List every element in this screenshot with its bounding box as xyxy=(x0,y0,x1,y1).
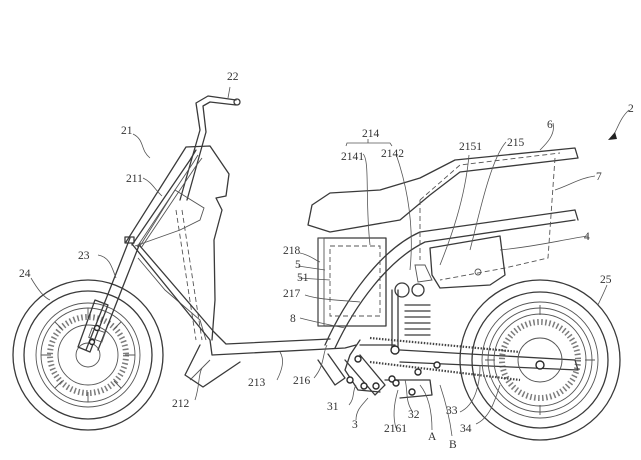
rear-body xyxy=(419,157,556,281)
label-34: 34 xyxy=(460,423,472,435)
label-2161: 2161 xyxy=(384,423,407,435)
label-21: 21 xyxy=(121,125,133,137)
label-51: 51 xyxy=(297,272,309,284)
label-B: B xyxy=(449,439,457,451)
label-22: 22 xyxy=(227,71,239,83)
rear-wheel xyxy=(459,279,621,441)
main-frame xyxy=(131,209,579,388)
label-2141: 2141 xyxy=(341,151,364,163)
label-215: 215 xyxy=(507,137,525,149)
label-7: 7 xyxy=(596,171,602,183)
label-23: 23 xyxy=(78,250,90,262)
label-8: 8 xyxy=(290,313,296,325)
label-2142: 2142 xyxy=(381,148,404,160)
rear-shock xyxy=(391,264,433,351)
label-214: 214 xyxy=(362,128,380,140)
label-2: 2 xyxy=(628,103,634,115)
label-A: A xyxy=(428,431,437,443)
label-217: 217 xyxy=(283,288,301,300)
seat xyxy=(307,147,579,233)
label-32: 32 xyxy=(408,409,420,421)
label-5: 5 xyxy=(295,259,301,271)
battery-box xyxy=(429,235,506,289)
storage-box xyxy=(317,237,387,327)
label-218: 218 xyxy=(283,245,301,257)
handlebar xyxy=(179,95,241,201)
label-2151: 2151 xyxy=(459,141,482,153)
front-fork xyxy=(77,237,141,353)
label-31: 31 xyxy=(327,401,339,413)
front-fairing xyxy=(124,145,230,341)
label-6: 6 xyxy=(547,119,553,131)
label-25: 25 xyxy=(600,274,612,286)
leader-lines xyxy=(30,86,630,437)
label-213: 213 xyxy=(248,377,266,389)
label-24: 24 xyxy=(19,268,31,280)
label-33: 33 xyxy=(446,405,458,417)
label-4: 4 xyxy=(584,231,590,243)
label-3: 3 xyxy=(352,419,358,431)
label-212: 212 xyxy=(172,398,190,410)
front-wheel xyxy=(12,279,164,431)
reference-labels: 2 21 22 211 23 24 212 213 214 2141 2142 … xyxy=(19,71,634,451)
label-211: 211 xyxy=(126,173,143,185)
label-216: 216 xyxy=(293,375,311,387)
